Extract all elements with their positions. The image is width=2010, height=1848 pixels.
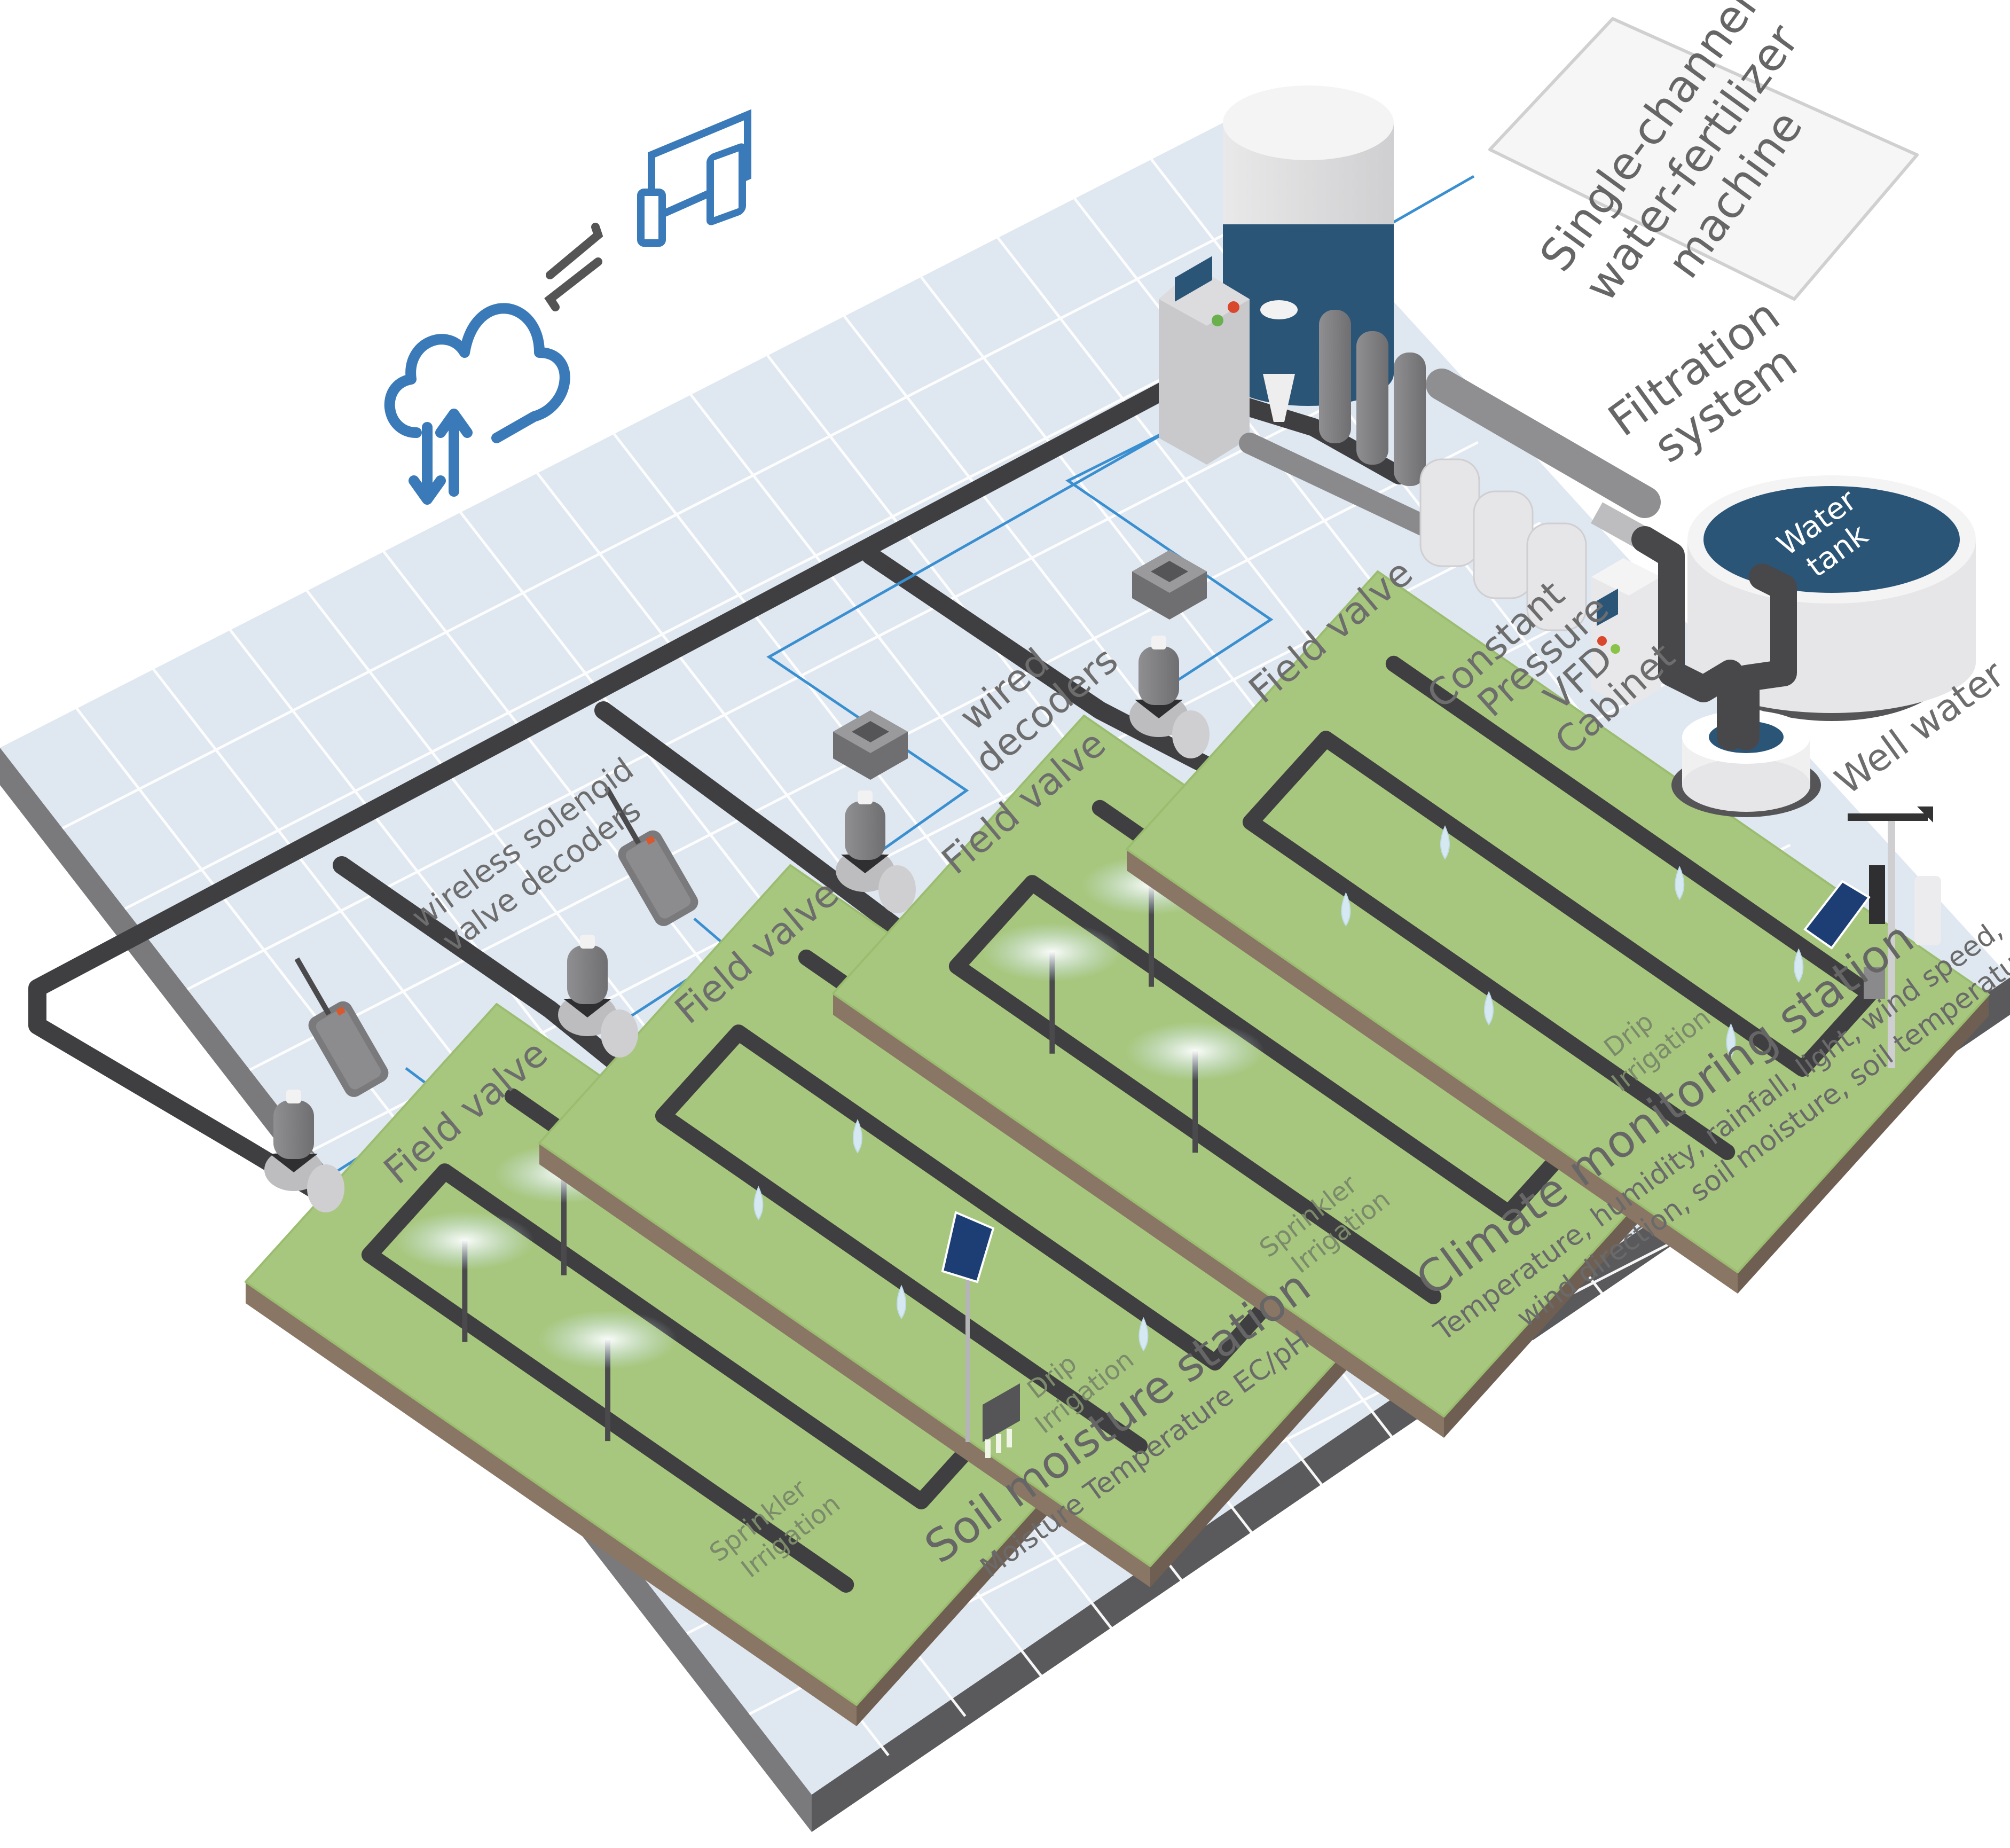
wireless-decoder — [294, 957, 389, 1097]
irrigation-plots: SprinklerIrrigationDripIrrigationSprinkl… — [245, 570, 1990, 1726]
fertilizer-callout: Single-channel water-fertilizer machine — [1488, 0, 1919, 311]
water-drop-icon — [753, 1186, 764, 1220]
water-drop-icon — [1675, 865, 1685, 900]
cloud-upload-download-icon — [384, 303, 570, 505]
water-drop-icon — [1726, 1023, 1736, 1058]
grid-line — [124, 280, 1354, 910]
vfd-screen — [1597, 589, 1618, 626]
tablet-icon — [706, 143, 746, 225]
grid-line — [61, 199, 1292, 829]
field-valve — [1129, 636, 1210, 758]
field-valve — [836, 790, 916, 913]
water-drop-icon — [853, 1119, 862, 1154]
well — [1671, 710, 1821, 817]
soil-solar-panel — [941, 1211, 995, 1283]
plot-soil-edge — [1127, 849, 1738, 1294]
control-screen — [1175, 256, 1212, 302]
plot-soil-edge — [833, 993, 1444, 1438]
water-drop-icon — [1440, 825, 1450, 860]
water-drop-icon — [1341, 892, 1351, 927]
sprinkler-spray — [538, 1310, 678, 1369]
water-drop-icon — [1139, 1317, 1149, 1352]
filtration-system — [1419, 369, 1661, 631]
vfd-cabinet — [1591, 558, 1661, 708]
water-drop-icon — [1794, 948, 1804, 983]
wired-decoder — [833, 710, 908, 780]
field-valves — [264, 636, 1210, 1212]
plot-soil-edge — [539, 1143, 1150, 1587]
wired-decoder — [1132, 550, 1207, 620]
water-drop-icon — [897, 1285, 906, 1319]
bidirectional-arrows-icon — [544, 223, 603, 311]
field-valve — [264, 1090, 344, 1212]
plot-soil-edge — [246, 1282, 857, 1726]
multi-device-icon — [637, 109, 751, 247]
grid-line — [186, 361, 1416, 991]
plot-soil-side — [1738, 995, 1989, 1294]
soil-moisture-station — [941, 1211, 1020, 1458]
sprinkler-spray — [395, 1211, 535, 1270]
climate-solar-panel — [1803, 880, 1871, 950]
climate-station — [1803, 806, 1941, 1068]
wireless-decoder — [604, 786, 698, 926]
water-fertilizer-machine — [1159, 85, 1452, 545]
well-pipe — [1631, 526, 1797, 750]
water-drop-icon — [1484, 991, 1494, 1025]
field-valve — [558, 935, 638, 1058]
cloud-connectivity — [384, 109, 751, 505]
sprinkler-spray — [1126, 1022, 1265, 1081]
phone-icon — [637, 189, 666, 247]
sprinkler-spray — [983, 922, 1122, 982]
status-light-red — [1228, 301, 1239, 313]
status-light-green — [1212, 315, 1223, 326]
plot-pipe — [1242, 655, 1879, 1160]
